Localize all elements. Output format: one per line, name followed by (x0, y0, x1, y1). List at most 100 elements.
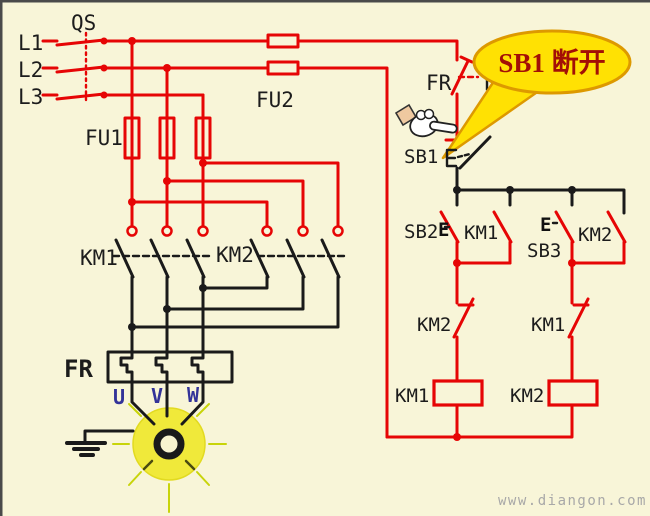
contact-terminal (261, 225, 273, 237)
bubble-label: SB1 断开 (498, 48, 605, 78)
fuse-fu2-b (266, 60, 300, 76)
junction-dot (506, 186, 514, 194)
label-l1: L1 (18, 31, 43, 55)
bubble-body (472, 29, 632, 95)
coils: KM1 KM2 (385, 379, 599, 441)
motor (112, 380, 227, 513)
interlock-contacts: KM2 KM1 (417, 261, 590, 383)
page-border-left (0, 0, 3, 516)
km1-interlock (567, 261, 590, 383)
no-contacts: SB2 E KM1 E SB3 KM2 (404, 210, 627, 267)
phase1-feeder (130, 39, 269, 228)
fuse-fu1-b (158, 116, 176, 160)
l3-wire (41, 92, 205, 165)
qs-contact-dot-2 (100, 64, 108, 72)
junction-dot (128, 198, 136, 206)
contact-terminal (332, 225, 344, 237)
l1-wire (41, 38, 459, 62)
thermal-relay-box (106, 350, 234, 384)
contact-outputs (128, 275, 340, 354)
sb1-actuator-dash (456, 152, 472, 159)
label-sb1: SB1 (404, 146, 438, 168)
motor-lead-wires (130, 380, 205, 426)
contact-terminal (126, 225, 138, 237)
contact-terminal (297, 225, 309, 237)
junction-dot (163, 64, 171, 72)
motor-hub (153, 428, 185, 460)
km2-interlock (452, 261, 475, 383)
junction-dot (163, 305, 171, 313)
control-top-rail (455, 188, 626, 215)
fuse-fu1-a (123, 116, 141, 160)
label-qs: QS (71, 11, 96, 35)
label-fr: FR (64, 355, 93, 383)
power-circuit: L1 L2 L3 QS FU1 FU2 KM1 KM2 FR U V W (18, 11, 459, 513)
contact-blades (114, 238, 341, 279)
label-terminal-u: U (113, 385, 125, 409)
sb1-actuator-glyph (445, 148, 458, 168)
l2-wire-and-left-rail (41, 65, 389, 439)
label-km1-seal: KM1 (464, 222, 498, 244)
hand-knuckle (423, 108, 435, 120)
junction-dot (128, 37, 136, 45)
label-sb2: SB2 (404, 221, 438, 243)
label-km2-coil: KM2 (510, 385, 544, 407)
km2-coil (547, 379, 599, 407)
coil-bottom-rail (385, 403, 574, 439)
contact-terminal (197, 225, 209, 237)
contact-terminal (161, 225, 173, 237)
phase-feeders (128, 37, 340, 228)
label-terminal-v: V (151, 384, 163, 408)
junction-dot (199, 159, 207, 167)
label-km2-interlock: KM2 (417, 314, 451, 336)
fuse-fu1-group (123, 116, 212, 160)
hand-pointing-finger (429, 120, 458, 134)
junction-dot (199, 284, 207, 292)
sb1-blade (455, 135, 492, 192)
fuse-fu1-c (194, 116, 212, 160)
motor-inner-ticks (142, 459, 196, 471)
watermark-text: www.diangon.com (498, 493, 647, 509)
junction-dot (568, 186, 576, 194)
sb3-actuator: E (540, 214, 551, 236)
ground-symbol (65, 429, 135, 457)
qs-contact-dot-1 (100, 37, 108, 45)
km2-crossover-wires (130, 275, 340, 329)
junction-dot (163, 177, 171, 185)
qs-contact-dot-3 (100, 91, 108, 99)
ground-bars (65, 441, 107, 457)
heater-element-3 (190, 350, 205, 384)
label-km1-interlock: KM1 (531, 314, 565, 336)
thermal-relay (106, 350, 234, 384)
km1-coil (432, 379, 484, 407)
sb1-stop-button: SB1 (404, 135, 492, 192)
label-fu2: FU2 (256, 88, 294, 112)
supply-lines (41, 31, 459, 439)
label-l2: L2 (18, 58, 43, 82)
junction-dot (128, 323, 136, 331)
main-contacts (111, 225, 346, 279)
label-km1-main: KM1 (80, 246, 118, 270)
sb2-actuator: E (438, 219, 449, 241)
motor-rays (112, 403, 227, 513)
label-sb3: SB3 (527, 240, 561, 262)
page-border-top (0, 0, 650, 3)
km1-output-wires (130, 275, 205, 354)
label-fr-contact: FR (426, 71, 452, 95)
label-km1-coil: KM1 (395, 385, 429, 407)
fuse-fu2-group (266, 33, 300, 76)
label-km2-main: KM2 (216, 243, 254, 267)
control-circuit: FR SB2 E KM1 E SB3 KM2 KM2 KM1 (385, 55, 627, 441)
heater-element-1 (119, 350, 134, 384)
phase2-feeder (165, 66, 305, 228)
label-l3: L3 (18, 85, 43, 109)
phase3-feeder (201, 93, 340, 228)
heater-element-2 (154, 350, 169, 384)
junction-dot (453, 433, 461, 441)
hand-cursor-icon (394, 103, 458, 138)
ground-wire (83, 429, 135, 443)
callout-bubble: SB1 断开 (441, 29, 632, 160)
fuse-fu2-a (266, 33, 300, 49)
label-terminal-w: W (187, 383, 200, 407)
